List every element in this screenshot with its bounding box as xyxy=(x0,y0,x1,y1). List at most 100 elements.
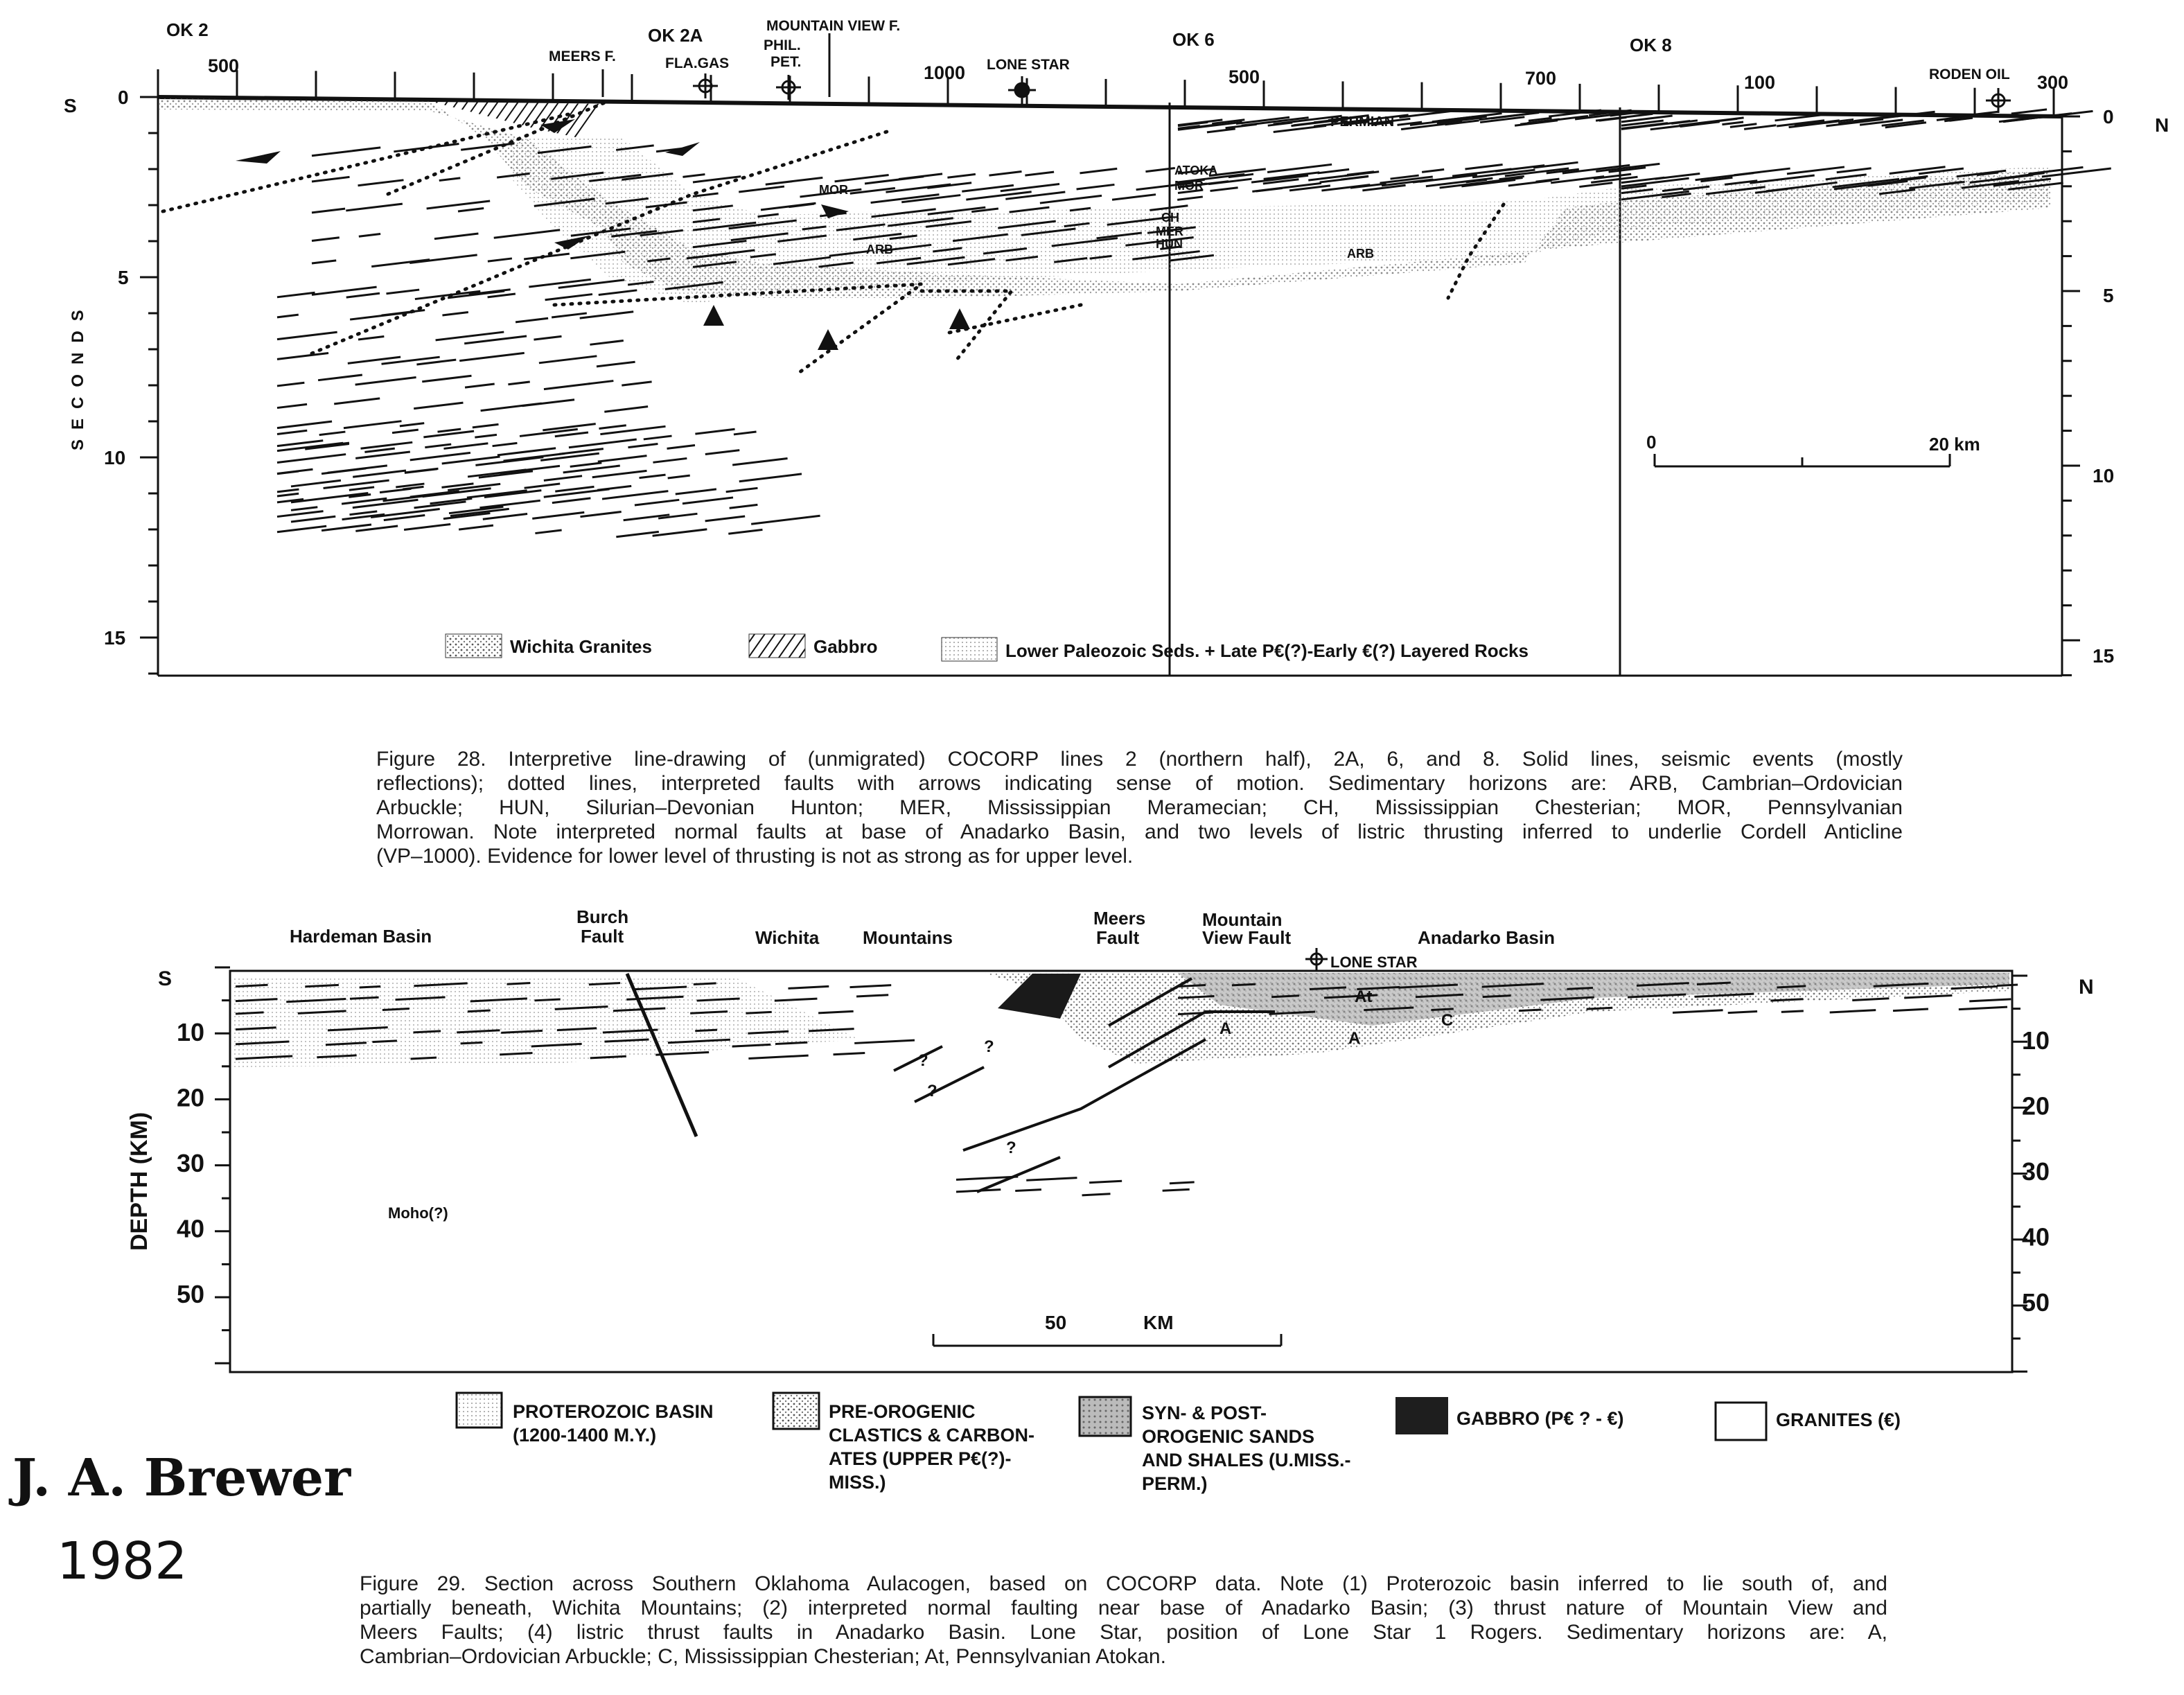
reflection-segment xyxy=(1206,128,1235,134)
reflection-segment xyxy=(653,457,687,464)
reflection-segment xyxy=(849,984,892,989)
reflection-segment xyxy=(457,1029,500,1034)
legend-line: OROGENIC SANDS xyxy=(1142,1426,1315,1447)
reflection-segment xyxy=(537,145,592,155)
reflection-segment xyxy=(1177,182,1207,188)
reflection-segment xyxy=(1479,116,1525,124)
reflection-segment xyxy=(1621,177,1689,188)
reflection-segment xyxy=(276,468,313,475)
reflection-segment xyxy=(1005,191,1066,200)
reflection-segment xyxy=(319,430,346,437)
time-axis-ticks xyxy=(140,96,2080,676)
reflection-segment xyxy=(1950,985,1998,990)
reflection-segment xyxy=(1069,207,1091,212)
reflection-segment xyxy=(808,1028,854,1033)
reflection-segment xyxy=(276,488,299,493)
reflection-segment xyxy=(1636,982,1689,987)
reflection-segment xyxy=(1750,174,1815,184)
reflection-segment xyxy=(853,232,902,241)
reflection-segment xyxy=(1788,118,1854,129)
y-tick-left: 15 xyxy=(104,627,125,649)
reflection-segment xyxy=(311,146,381,157)
reflection-segment xyxy=(818,261,854,268)
caption-line: reflections); dotted lines, interpreted … xyxy=(376,772,1903,795)
reflection-segment xyxy=(349,996,379,1000)
legend-line: GABBRO (P€ ? - €) xyxy=(1456,1408,1624,1429)
reflection-segment xyxy=(551,312,588,319)
reflection-segment xyxy=(358,232,381,238)
horizon-a: A xyxy=(1219,1019,1231,1038)
depth-tick-label: 30 xyxy=(2022,1157,2050,1186)
reflection-segment xyxy=(1212,118,1245,125)
well-symbol-lone-star xyxy=(1008,76,1036,104)
reflection-segment xyxy=(889,234,917,240)
reflection-segment xyxy=(1499,175,1524,181)
reflection-segment xyxy=(500,1051,533,1056)
reflection-segment xyxy=(1838,114,1900,125)
reflection-segment xyxy=(515,317,549,324)
reflection-segment xyxy=(290,479,342,488)
caption-line: partially beneath, Wichita Mountains; (2… xyxy=(360,1597,1887,1619)
reflection-segment xyxy=(599,424,626,430)
publication-year: 1982 xyxy=(57,1531,188,1591)
reflection-segment xyxy=(1836,167,1872,174)
caption-line: Meers Faults; (4) listric thrust faults … xyxy=(360,1621,1887,1644)
reflection-segment xyxy=(705,515,746,522)
reflection-segment xyxy=(627,281,654,286)
reflection-segment xyxy=(1705,186,1765,195)
reflection-segment xyxy=(952,233,1008,243)
legend-line: SYN- & POST- xyxy=(1142,1403,1267,1423)
reflection-segment xyxy=(1150,204,1188,211)
reflection-segment xyxy=(1696,981,1731,985)
reflection-segment xyxy=(1734,167,1790,177)
reflection-segment xyxy=(733,430,757,436)
reflection-segment xyxy=(971,207,999,213)
reflection-segment xyxy=(543,475,583,482)
reflection-segment xyxy=(391,428,419,434)
reflection-segment xyxy=(1546,168,1579,175)
reflection-segment xyxy=(290,506,318,511)
reflection-segment xyxy=(437,428,461,433)
horizon-ch: CH xyxy=(1161,211,1179,225)
depth-tick-label: 20 xyxy=(2022,1092,2050,1121)
reflection-segment xyxy=(601,490,669,500)
caption-line: Morrowan. Note interpreted normal faults… xyxy=(376,820,1903,843)
reflection-segment xyxy=(1371,121,1393,126)
uncertain-mark: ? xyxy=(927,1082,937,1100)
depth-tick-label: 10 xyxy=(177,1018,204,1046)
reflection-segment xyxy=(311,286,377,296)
reflection-segment xyxy=(1900,175,1928,181)
reflection-segment xyxy=(1107,216,1174,226)
horizon-mer: MER xyxy=(1156,225,1183,238)
reflection-segment xyxy=(327,1026,388,1032)
lone-star-well-symbol xyxy=(1305,948,1328,970)
reflection-segment xyxy=(1482,994,1511,999)
reflection-segment xyxy=(1313,118,1375,128)
reflection-segment xyxy=(1317,168,1350,175)
reflection-segment xyxy=(355,450,411,459)
proterozoic-basin-body xyxy=(233,977,859,1067)
reflection-segment xyxy=(1323,994,1378,999)
reflection-segment xyxy=(1439,180,1493,189)
reflection-segment xyxy=(1567,986,1594,990)
reflection-segment xyxy=(276,291,315,299)
reflection-segment xyxy=(757,213,779,218)
reflection-segment xyxy=(1225,123,1257,130)
reflection-segment xyxy=(802,225,827,231)
reflection-segment xyxy=(323,479,389,489)
legend-line: (1200-1400 M.Y.) xyxy=(513,1425,657,1446)
vp-label: 100 xyxy=(1744,72,1775,93)
reflection-segment xyxy=(989,170,1022,177)
reflection-segment xyxy=(349,510,378,516)
reflection-segment xyxy=(748,1030,789,1035)
reflection-segment xyxy=(597,455,647,463)
reflection-segment xyxy=(692,175,741,184)
reflection-segment xyxy=(334,397,380,405)
reflection-segment xyxy=(927,182,972,189)
reflection-segment xyxy=(1873,982,1929,987)
reflection-segment xyxy=(732,457,788,466)
reflection-segment xyxy=(554,431,589,438)
fault-motion-arrows xyxy=(236,119,970,350)
reflection-segment xyxy=(394,143,459,153)
reflection-segment xyxy=(962,184,1014,193)
